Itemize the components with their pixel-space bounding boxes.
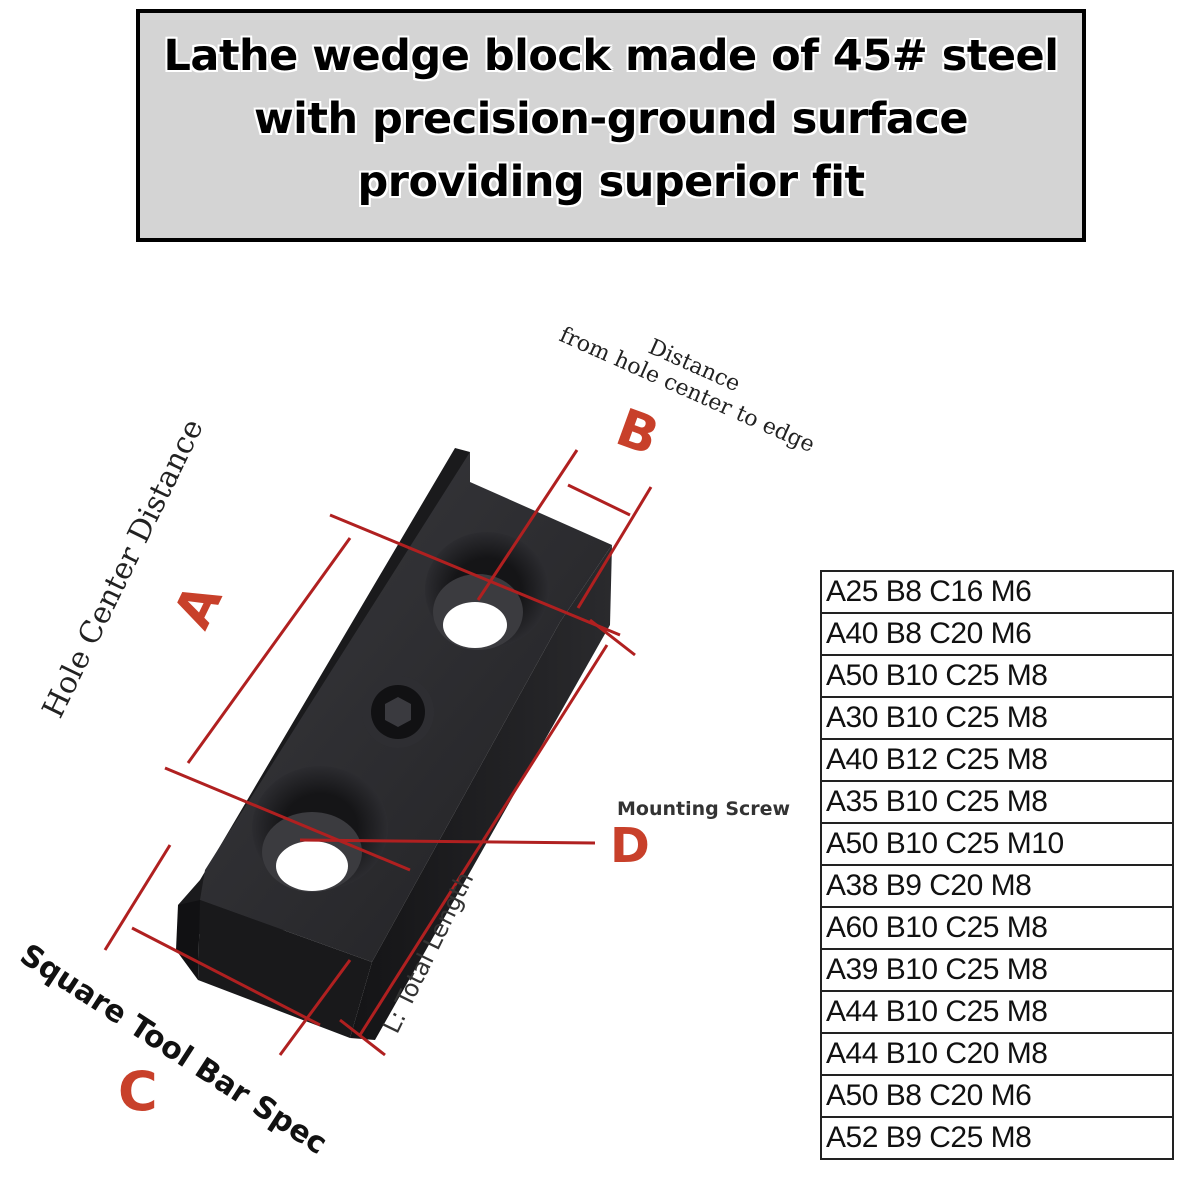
dim-a-top-extension [329, 513, 621, 637]
spec-cell: A35 B10 C25 M8 [820, 780, 1174, 824]
table-row: A44 B10 C20 M8 [820, 1032, 1174, 1076]
label-d-caption: Mounting Screw [617, 798, 790, 820]
label-d-letter: D [610, 818, 650, 874]
dim-a-line [186, 537, 352, 764]
top-mounting-hole [425, 532, 549, 650]
spec-cell: A25 B8 C16 M6 [820, 570, 1174, 614]
spec-cell: A38 B9 C20 M8 [820, 864, 1174, 908]
table-row: A35 B10 C25 M8 [820, 780, 1174, 824]
dim-b-line [567, 483, 631, 517]
spec-cell: A60 B10 C25 M8 [820, 906, 1174, 950]
table-row: A40 B12 C25 M8 [820, 738, 1174, 782]
bottom-mounting-hole [252, 766, 388, 892]
spec-cell: A44 B10 C20 M8 [820, 1032, 1174, 1076]
dim-c-right-extension [278, 959, 352, 1056]
table-row: A52 B9 C25 M8 [820, 1116, 1174, 1160]
label-a-letter: A [163, 575, 235, 637]
dim-l-line [358, 644, 609, 1036]
spec-cell: A50 B8 C20 M6 [820, 1074, 1174, 1118]
table-row: A50 B10 C25 M8 [820, 654, 1174, 698]
table-row: A38 B9 C20 M8 [820, 864, 1174, 908]
spec-cell: A50 B10 C25 M10 [820, 822, 1174, 866]
table-row: A50 B10 C25 M10 [820, 822, 1174, 866]
table-row: A39 B10 C25 M8 [820, 948, 1174, 992]
dim-a-bottom-extension [164, 766, 411, 872]
dim-l-bottom-extension [339, 1018, 386, 1057]
label-b-letter: B [609, 398, 667, 468]
block-front-face [198, 900, 372, 1038]
table-row: A40 B8 C20 M6 [820, 612, 1174, 656]
table-row: A25 B8 C16 M6 [820, 570, 1174, 614]
banner-line-2: with precision-ground surface [253, 94, 969, 144]
spec-cell: A52 B9 C25 M8 [820, 1116, 1174, 1160]
table-row: A44 B10 C25 M8 [820, 990, 1174, 1034]
dim-b-right-extension [576, 486, 653, 609]
dim-l-top-extension [589, 618, 636, 657]
spec-cell: A44 B10 C25 M8 [820, 990, 1174, 1034]
mounting-screw [362, 676, 434, 748]
dimension-lines [103, 449, 653, 1057]
dim-b-left-extension [476, 449, 579, 601]
block-left-edge [176, 900, 200, 980]
banner-line-1: Lathe wedge block made of 45# steel [163, 31, 1059, 81]
spec-cell: A39 B10 C25 M8 [820, 948, 1174, 992]
spec-cell: A40 B12 C25 M8 [820, 738, 1174, 782]
label-a-caption: Hole Center Distance [36, 414, 211, 724]
table-row: A50 B8 C20 M6 [820, 1074, 1174, 1118]
title-banner: Lathe wedge block made of 45# steel with… [136, 9, 1086, 242]
table-row: A30 B10 C25 M8 [820, 696, 1174, 740]
label-c-letter: C [118, 1060, 158, 1123]
spec-cell: A30 B10 C25 M8 [820, 696, 1174, 740]
spec-cell: A50 B10 C25 M8 [820, 654, 1174, 698]
block-right-side [350, 545, 612, 1040]
spec-cell: A40 B8 C20 M6 [820, 612, 1174, 656]
dim-c-line [131, 926, 321, 1027]
dim-d-leader [299, 838, 596, 845]
label-b-caption-line2: from hole center to edge [556, 323, 819, 458]
table-row: A60 B10 C25 M8 [820, 906, 1174, 950]
banner-line-3: providing superior fit [357, 157, 866, 207]
dim-c-left-extension [103, 844, 172, 951]
